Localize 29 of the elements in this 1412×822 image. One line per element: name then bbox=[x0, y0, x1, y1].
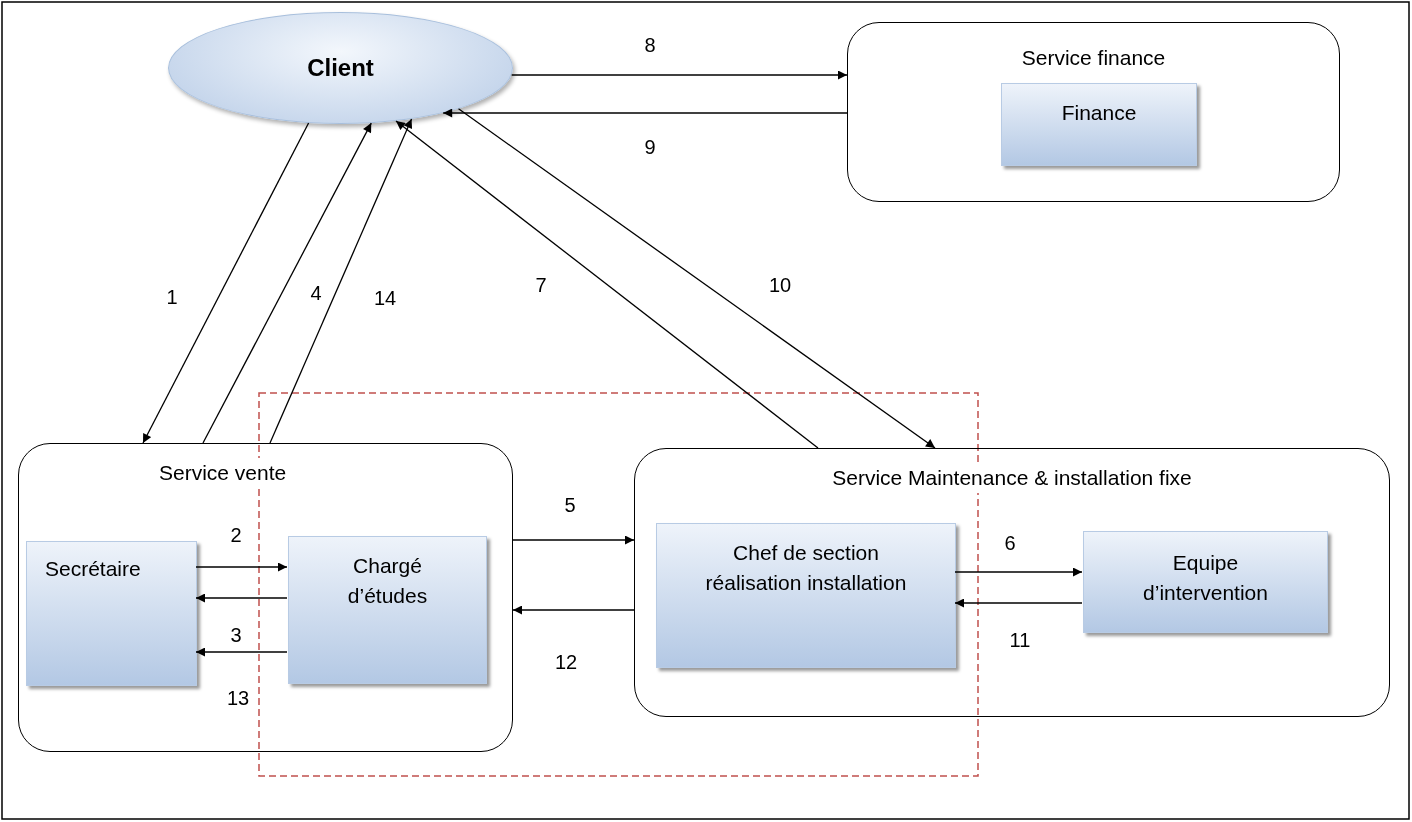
arrow bbox=[202, 122, 372, 444]
department-box bbox=[18, 443, 513, 752]
role-box bbox=[1001, 83, 1197, 166]
node-label: Secrétaire bbox=[44, 556, 142, 582]
node-label: Chargé d’études bbox=[346, 553, 429, 610]
arrow bbox=[395, 120, 819, 449]
node-label: Equipe d’intervention bbox=[1142, 550, 1269, 607]
department-title: Service Maintenance & installation fixe bbox=[830, 463, 1194, 494]
role-box bbox=[656, 523, 956, 668]
arrow bbox=[511, 70, 848, 80]
arrow bbox=[195, 562, 288, 572]
node-label: Client bbox=[306, 52, 375, 83]
arrow bbox=[954, 598, 1083, 608]
arrow bbox=[142, 122, 310, 444]
arrow bbox=[512, 535, 635, 545]
arrow bbox=[457, 108, 936, 449]
department-box bbox=[847, 22, 1340, 202]
node-label: Chef de section réalisation installation bbox=[704, 540, 908, 597]
arrow bbox=[195, 647, 288, 657]
arrow bbox=[195, 593, 288, 603]
role-box bbox=[288, 536, 487, 684]
arrow bbox=[442, 108, 848, 118]
role-box bbox=[26, 541, 197, 686]
node-label: Finance bbox=[1060, 100, 1138, 126]
role-box bbox=[1083, 531, 1328, 633]
arrow bbox=[512, 605, 635, 615]
department-box bbox=[634, 448, 1390, 717]
arrow bbox=[954, 567, 1083, 577]
arrow bbox=[269, 118, 413, 444]
